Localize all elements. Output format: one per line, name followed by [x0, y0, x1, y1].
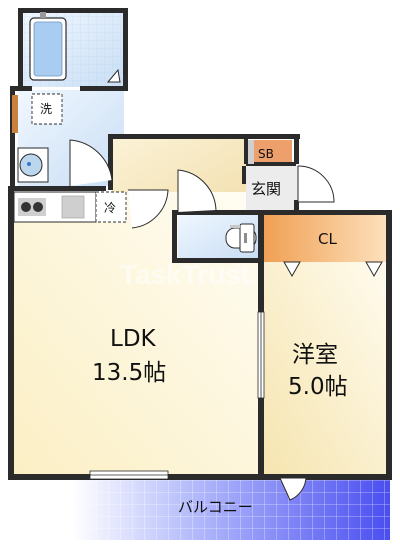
fridge-space [95, 191, 127, 223]
wash-basin [17, 147, 49, 183]
closet-doors [283, 261, 383, 278]
balcony-door [279, 477, 307, 501]
entrance-floor [246, 164, 298, 210]
balcony-tiles [72, 478, 390, 540]
storage-box-label: SB [258, 147, 274, 161]
entrance-door [297, 165, 335, 203]
fridge-label: 冷 [104, 201, 116, 215]
bathroom-door-triangle [106, 68, 121, 83]
storage-box-edge [248, 140, 254, 164]
ldk-name-label: LDK [110, 326, 157, 352]
western-room-size-label: 5.0帖 [288, 374, 348, 400]
closet-label: CL [318, 230, 337, 248]
storage-box-floor [248, 140, 292, 164]
ldk-size-label: 13.5帖 [92, 360, 166, 386]
washing-machine-space [31, 93, 63, 125]
bathtub [29, 12, 67, 81]
closet-floor [264, 214, 388, 262]
washroom-door [69, 139, 113, 186]
western-room-floor [264, 262, 388, 474]
windows [12, 95, 265, 480]
kitchen-counter [13, 191, 97, 223]
toilet [225, 223, 257, 253]
balcony-label: バルコニー [178, 498, 253, 516]
entrance-label: 玄関 [251, 180, 281, 198]
watermark: TaskTrust [120, 259, 250, 290]
kitchen-door [128, 189, 169, 229]
hall-door [177, 169, 217, 212]
western-room-name-label: 洋室 [292, 342, 338, 368]
washroom-label: 洗 [40, 102, 52, 116]
